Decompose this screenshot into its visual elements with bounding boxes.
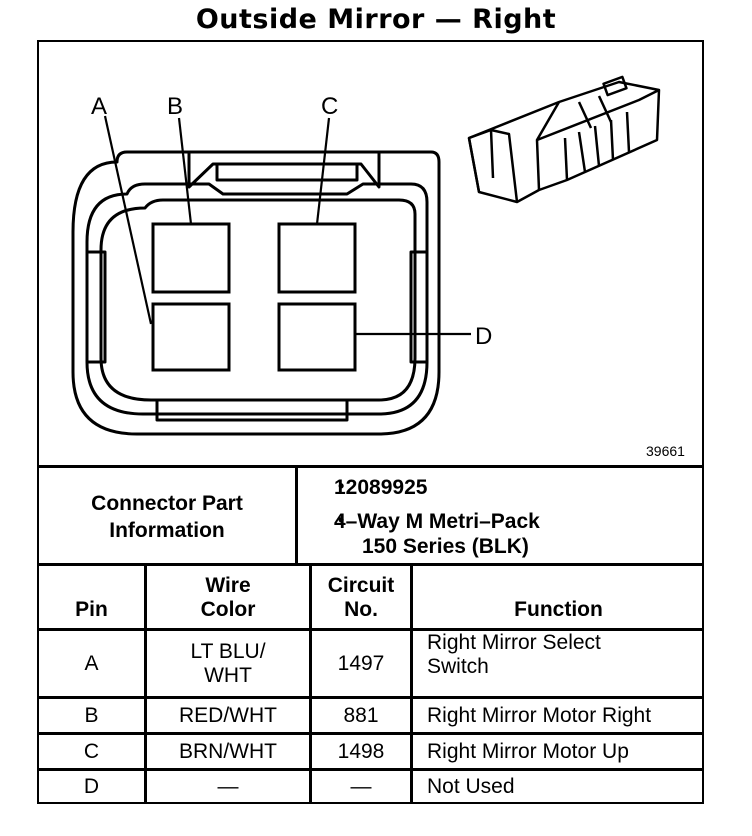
- rule-col-pin: [144, 564, 147, 804]
- figure-number: 39661: [646, 443, 685, 459]
- row-c-circuit: 1498: [337, 739, 385, 763]
- row-a-wire-line2: WHT: [204, 663, 252, 687]
- header-circuit-line2: No.: [344, 598, 378, 621]
- header-function: Function: [514, 598, 603, 621]
- connector-part-number: 12089925: [334, 476, 428, 499]
- terminal-cavity-d: [277, 302, 357, 372]
- rule-info-bottom: [37, 563, 704, 566]
- row-c-pin: C: [83, 739, 100, 763]
- pin-label-d: D: [475, 323, 492, 350]
- connector-isometric-sketch: [467, 75, 661, 204]
- connector-outer-housing: [71, 150, 441, 436]
- terminal-cavity-c: [277, 222, 357, 294]
- row-a-function-line1: Right Mirror Select: [427, 631, 601, 654]
- row-a-function: Right Mirror Select Switch: [413, 631, 704, 696]
- row-c-function: Right Mirror Motor Up: [427, 739, 629, 763]
- pin-label-c: C: [321, 93, 338, 120]
- connector-part-info-label: Connector Part Information: [39, 470, 295, 564]
- rule-row-c-bottom: [37, 768, 704, 771]
- header-wire-color-line1: Wire: [205, 574, 251, 597]
- connector-description-line1: 4–Way M Metri–Pack: [334, 510, 540, 533]
- header-circuit-no: Circuit No.: [312, 568, 410, 628]
- bullet-part-number: •: [338, 476, 345, 496]
- connector-frame: [37, 40, 704, 804]
- row-b-pin: B: [84, 703, 99, 727]
- rule-diagram-bottom: [37, 465, 704, 468]
- connector-part-info-label-line1: Connector Part: [91, 492, 243, 515]
- row-d-function: Not Used: [427, 775, 515, 798]
- leader-line-b: [177, 117, 193, 225]
- connector-part-info-label-line2: Information: [109, 519, 225, 542]
- rule-col-wire: [309, 564, 312, 804]
- connector-latch: [187, 152, 381, 189]
- connector-inner-wall: [85, 182, 429, 416]
- row-a-wire-color: LT BLU/ WHT: [147, 631, 309, 696]
- connector-side-tab-left: [87, 250, 107, 364]
- terminal-cavity-b: [151, 222, 231, 294]
- bullet-description: •: [338, 510, 345, 530]
- leader-line-c: [315, 117, 331, 225]
- row-c-wire-color: BRN/WHT: [179, 739, 277, 763]
- connector-bottom-tab: [155, 400, 349, 422]
- header-wire-color-line2: Color: [200, 598, 256, 621]
- row-a-circuit: 1497: [337, 651, 385, 675]
- row-b-function: Right Mirror Motor Right: [427, 703, 652, 727]
- header-wire-color: Wire Color: [147, 568, 309, 628]
- connector-side-tab-right: [409, 250, 427, 364]
- pin-label-a: A: [91, 93, 107, 120]
- rule-row-a-bottom: [37, 696, 704, 699]
- row-d-wire-color: —: [217, 775, 239, 798]
- rule-header-bottom: [37, 628, 704, 631]
- rule-col-circuit: [410, 564, 413, 804]
- row-d-pin: D: [83, 775, 100, 798]
- terminal-cavity-a: [151, 302, 231, 372]
- header-circuit-line1: Circuit: [327, 574, 395, 597]
- row-b-circuit: 881: [343, 703, 379, 727]
- rule-info-divider: [295, 466, 298, 564]
- row-b-wire-color: RED/WHT: [179, 703, 277, 727]
- header-pin: Pin: [75, 598, 108, 621]
- pin-label-b: B: [167, 93, 183, 120]
- row-a-wire-line1: LT BLU/: [190, 639, 266, 663]
- rule-row-b-bottom: [37, 732, 704, 735]
- connector-description-line2: 150 Series (BLK): [362, 535, 529, 558]
- page-title: Outside Mirror — Right: [195, 4, 557, 35]
- row-a-pin: A: [84, 651, 99, 675]
- row-a-function-line2: Switch: [427, 655, 489, 678]
- row-d-circuit: —: [350, 775, 372, 798]
- leader-line-a: [103, 115, 153, 325]
- connector-face-diagram: A B C D: [71, 75, 661, 436]
